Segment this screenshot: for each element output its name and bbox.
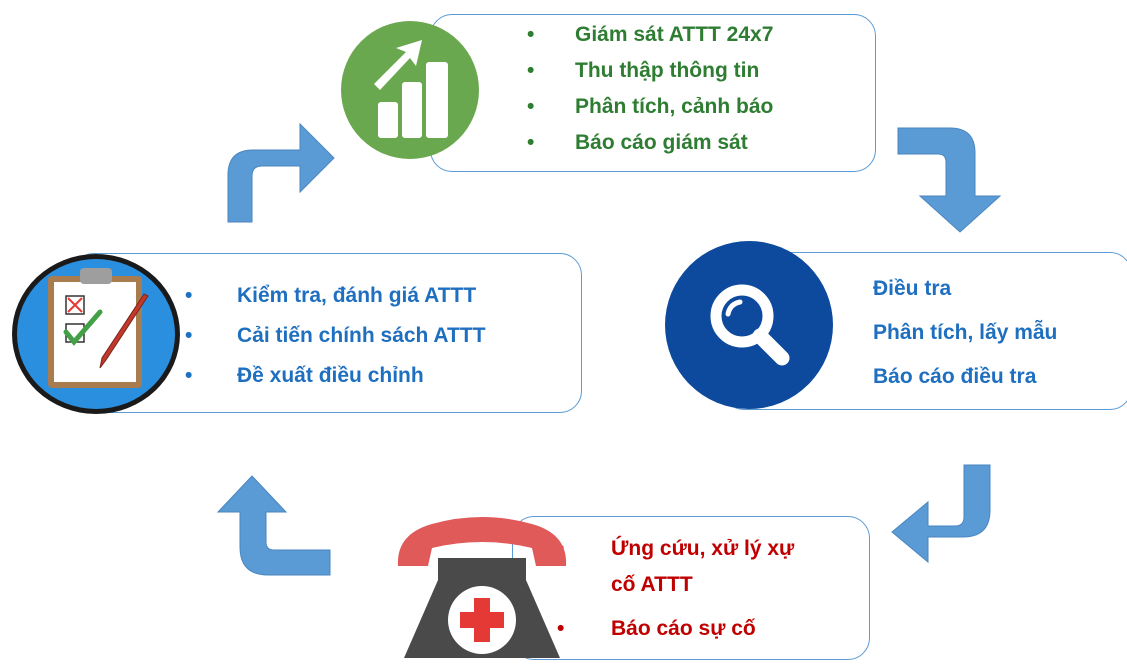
monitoring-box: •Giám sát ATTT 24x7 •Thu thập thông tin … [430,14,876,172]
arrow-right-to-bottom [891,464,991,564]
list-item: cố ATTT [611,573,693,596]
arrow-left-to-top [227,122,335,223]
checklist-clipboard-icon [10,252,182,416]
list-item: • Ứng cứu, xử lý xự [557,537,795,560]
magnifier-icon [664,240,834,410]
list-item: • Báo cáo sự cố [557,617,756,640]
arrow-top-to-right [897,127,1002,233]
emergency-phone-icon [392,508,572,664]
chart-growth-icon [340,20,480,160]
incident-response-box: • Ứng cứu, xử lý xự cố ATTT • Báo cáo sự… [512,516,870,660]
arrow-bottom-to-left [216,475,331,576]
